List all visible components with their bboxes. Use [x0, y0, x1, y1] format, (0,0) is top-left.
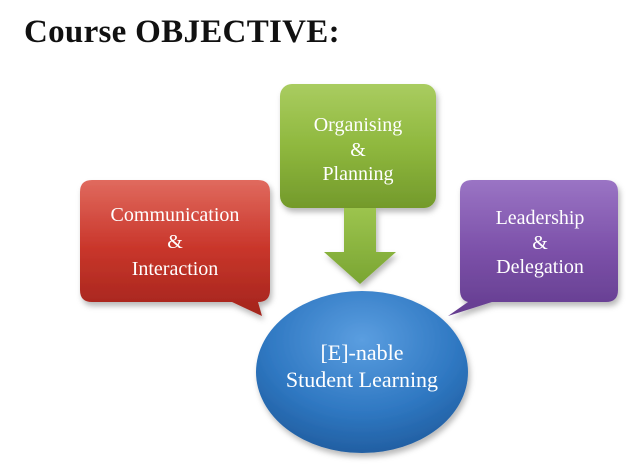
- student-learning-circle: [256, 291, 468, 453]
- down-arrow-icon: [324, 208, 396, 284]
- slide-title: Course OBJECTIVE:: [24, 14, 340, 50]
- organising-label-line2: &: [350, 139, 366, 161]
- communication-callout: [80, 180, 270, 316]
- leadership-label-line1: Leadership: [496, 207, 585, 229]
- communication-label-line3: Interaction: [132, 258, 219, 280]
- center-label-line2: Student Learning: [286, 367, 438, 392]
- communication-label-line2: &: [167, 231, 183, 253]
- leadership-label-line2: &: [532, 232, 548, 254]
- communication-label-line1: Communication: [111, 204, 240, 226]
- organising-box: [280, 84, 436, 208]
- leadership-label-line3: Delegation: [496, 256, 584, 278]
- center-label-line1: [E]-nable: [320, 340, 403, 365]
- organising-label-line1: Organising: [314, 114, 403, 136]
- leadership-callout: [448, 180, 618, 316]
- organising-label-line3: Planning: [322, 163, 393, 185]
